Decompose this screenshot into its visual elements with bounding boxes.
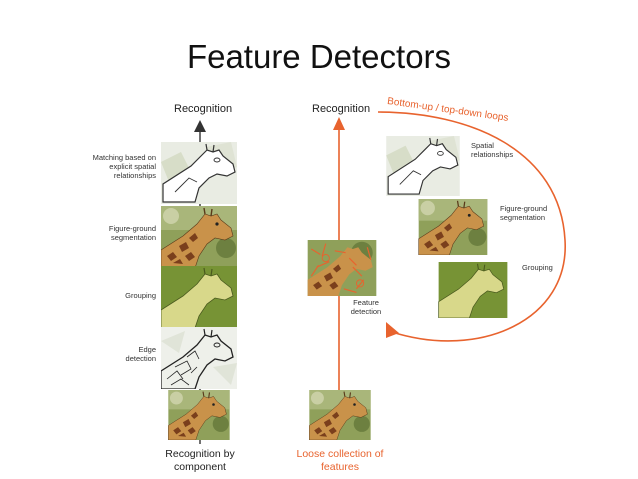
right-thumb-segmentation [413,199,493,255]
right-thumb-features [300,240,384,296]
slide-title: Feature Detectors [186,38,452,75]
right-thumb-input [302,390,378,452]
right-label-grouping: Grouping [522,263,553,272]
left-label-matching: Matching based on explicit spatial relat… [92,153,156,180]
right-label-segmentation: Figure-ground segmentation [500,204,548,222]
right-caption: Loose collection of features [296,448,384,473]
right-thumb-grouping [433,262,513,318]
right-thumb-spatial [383,136,463,196]
right-label-feature-detection: Feature detection [350,298,382,316]
left-label-edges: Edge detection [125,345,156,363]
left-caption: Recognition by component [165,448,235,473]
left-label-segmentation: Figure-ground segmentation [108,224,156,242]
left-label-grouping: Grouping [125,291,156,300]
right-label-spatial: Spatial relationships [471,141,514,159]
left-heading: Recognition [174,103,233,115]
right-heading: Recognition [312,103,371,115]
